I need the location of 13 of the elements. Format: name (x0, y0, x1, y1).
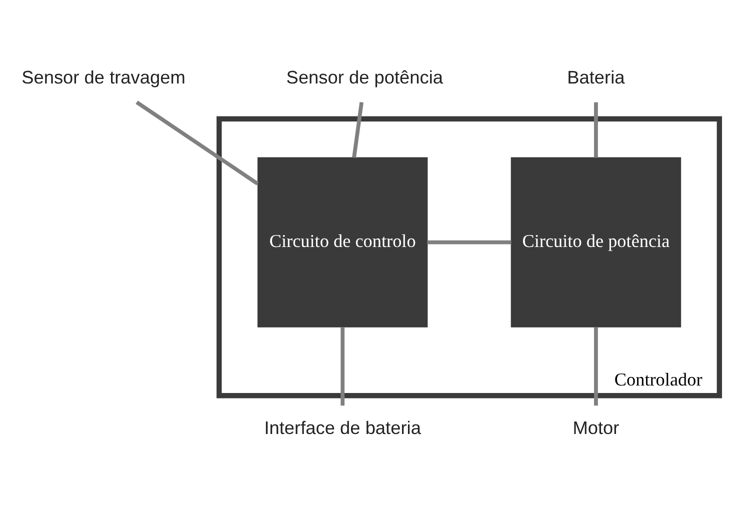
node-text: Interface de bateria (264, 418, 421, 438)
connector (352, 102, 364, 158)
node-text: Bateria (567, 66, 625, 87)
node-text: Motor (572, 418, 620, 438)
node-text: Sensor de potência (286, 66, 444, 87)
connector (594, 326, 598, 406)
connector (594, 102, 598, 158)
connector (340, 326, 345, 406)
connector (427, 240, 512, 244)
node-text: Sensor de travagem (22, 66, 186, 87)
connector (136, 100, 259, 185)
node-box: Circuito de controlo (257, 156, 428, 327)
node-box: Circuito de potência (510, 156, 682, 327)
